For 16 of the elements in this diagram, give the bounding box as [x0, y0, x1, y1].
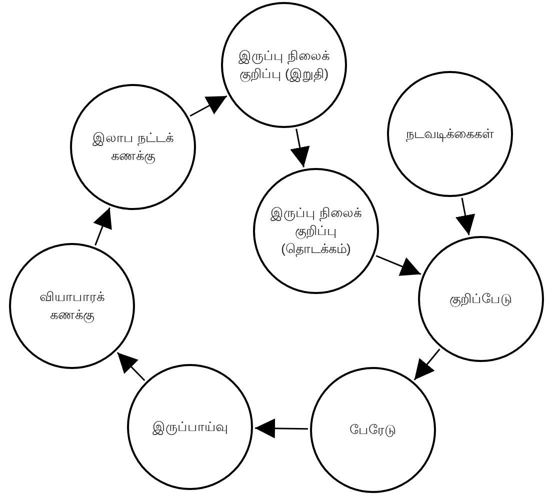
arrow [290, 128, 310, 168]
node-label: இலாப நட்டக் கணக்கு [92, 129, 174, 165]
node-label: நடவடிக்கைகள் [406, 125, 494, 143]
node-label: இருப்பாய்வு [152, 418, 228, 436]
node-label: இருப்பு நிலைக் குறிப்பு (தொடக்கம்) [270, 204, 362, 258]
node-label: பேரேடு [350, 421, 396, 439]
arrow [414, 348, 440, 380]
arrow [93, 207, 112, 246]
arrow [254, 418, 308, 438]
arrow [190, 95, 228, 117]
node-label: வியாபாரக் கணக்கு [38, 288, 106, 324]
arrow [116, 352, 146, 381]
node-label: இருப்பு நிலைக் குறிப்பு (இறுதி) [238, 47, 330, 83]
arrow [455, 198, 476, 236]
arrow [376, 255, 422, 276]
node-label: குறிப்பேடு [450, 290, 512, 308]
